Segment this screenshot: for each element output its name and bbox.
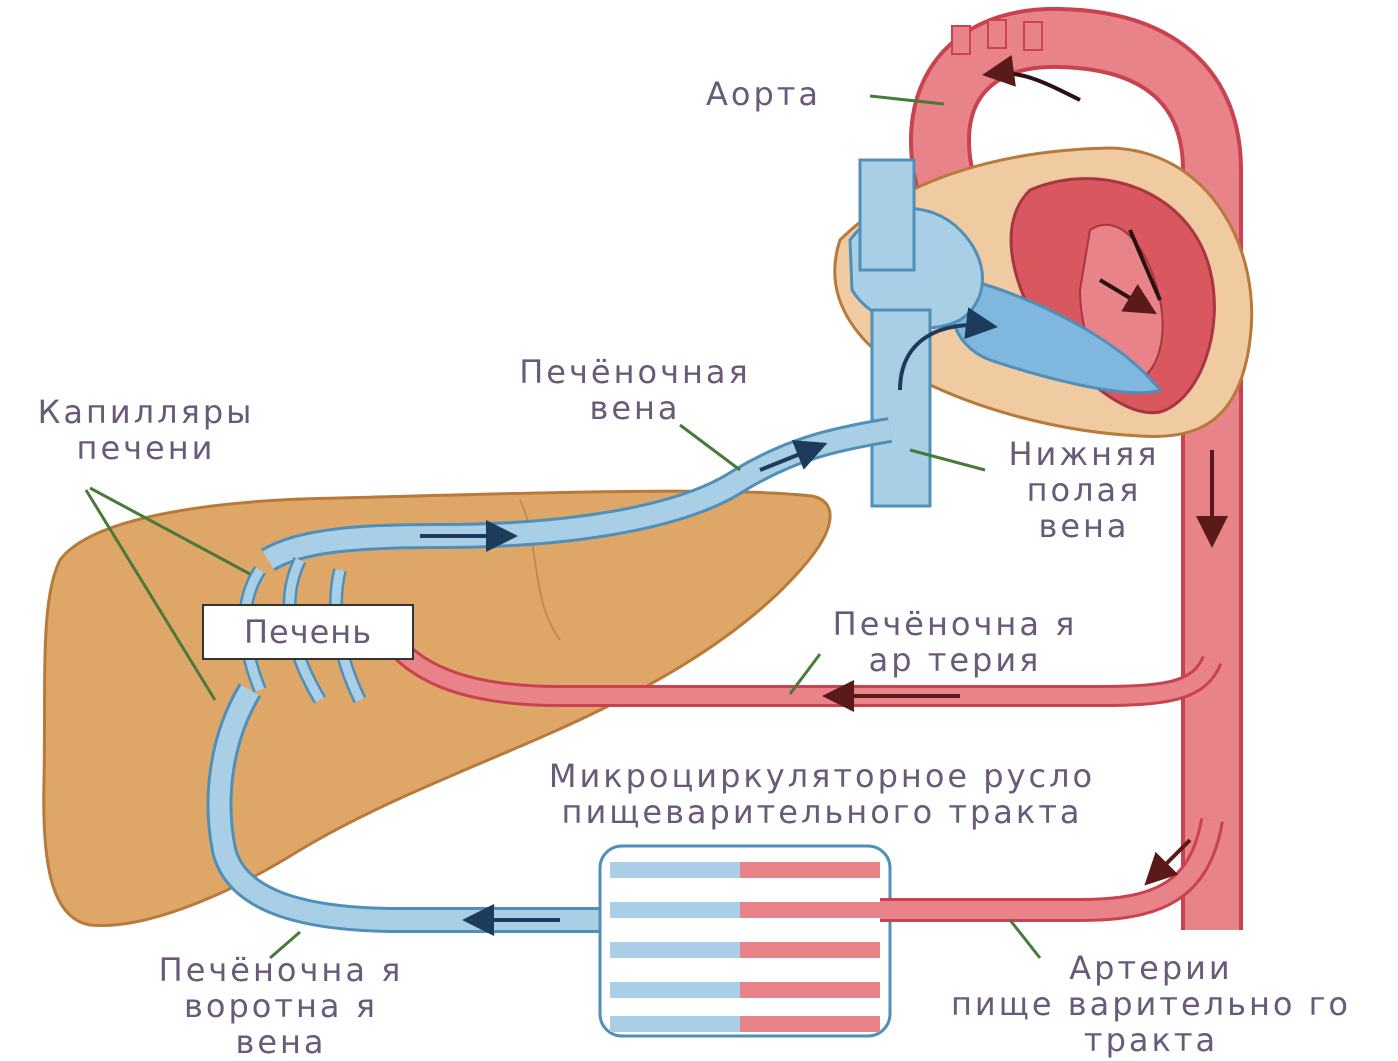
label-hepatic-artery: Печёночна я ар терия bbox=[790, 606, 1120, 678]
superior-vena-cava bbox=[860, 160, 914, 270]
label-microcirculation: Микроциркуляторное русло пищеварительног… bbox=[462, 758, 1182, 830]
digestive-capillary-bed bbox=[600, 846, 890, 1036]
label-digestive-arteries: Артерии пище варительно го тракта bbox=[916, 950, 1386, 1058]
liver-shape bbox=[44, 491, 830, 925]
label-inferior-vena-cava: Нижняя полая вена bbox=[984, 436, 1184, 544]
label-aorta: Аорта bbox=[706, 76, 821, 112]
label-portal-vein: Печёночна я воротна я вена bbox=[116, 952, 446, 1060]
label-liver-capillaries: Капилляры печени bbox=[6, 394, 286, 466]
label-liver: Печень bbox=[202, 604, 414, 660]
label-hepatic-vein: Печёночная вена bbox=[480, 354, 790, 426]
